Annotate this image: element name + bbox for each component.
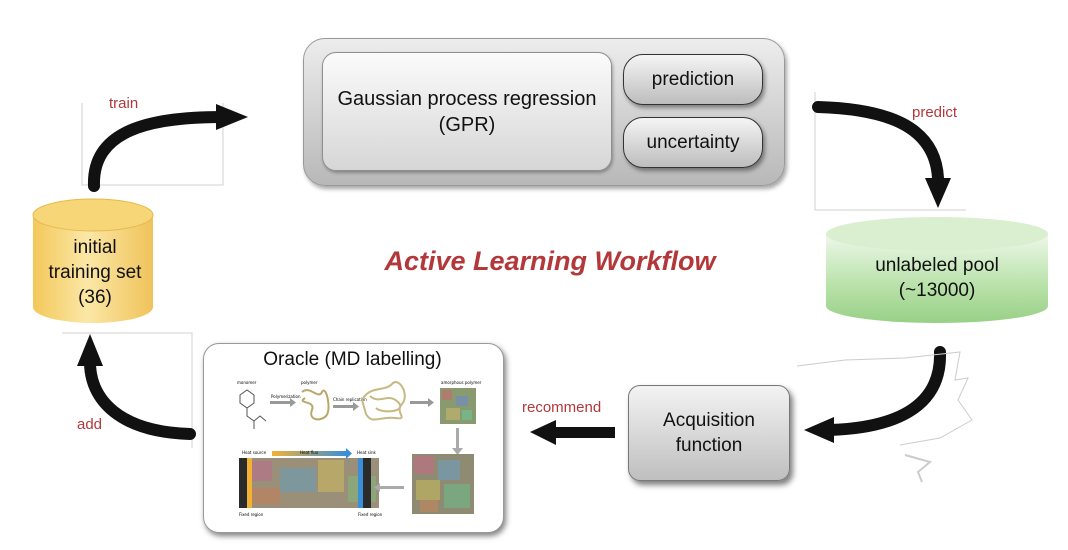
add-arrow [77,334,196,440]
stretch-arrow-head [374,483,380,492]
monomer-sketch [239,389,267,429]
arrow-frames [62,92,966,448]
fixed-region-text-right: Fixed region [358,512,383,517]
train-frame [81,103,224,186]
simulation-box [239,458,379,508]
amorphous-blob [360,381,406,421]
heat-source-text: Heat source [242,450,267,455]
acquisition-line1: Acquisition [663,410,755,431]
uncertainty-label: uncertainty [646,131,740,153]
heat-source-bar [247,458,252,508]
faint-sketch-lines [796,351,973,483]
pool-line2: (~13000) [898,280,976,301]
train-label: train [109,95,139,112]
initial-training-set-label: initial training set (36) [36,232,154,312]
amorphous-cube-noise [442,390,472,420]
fixed-region-right [363,458,371,508]
predict-arrow [812,101,951,208]
acquisition-function-box: Acquisition function [628,385,790,481]
gpr-box: Gaussian process regression (GPR) [322,52,612,171]
gpr-abbrev: (GPR) [438,113,496,136]
amorphous-text: amorphous polymer [441,380,482,385]
prediction-label: prediction [651,68,735,90]
vertical-arrow-head [452,448,463,455]
heat-sink-text: Heat sink [357,450,376,455]
stretch-arrow-shaft [380,486,404,489]
add-frame [62,332,193,448]
polymer-chain [301,389,330,421]
polymerization-text: Polymerization [271,394,301,399]
monomer-text: monomer [237,380,257,385]
recommend-arrow [530,420,615,445]
big-cube [412,454,474,514]
recommend-label: recommend [522,399,602,416]
prediction-pill: prediction [623,54,763,105]
initial-training-set-cylinder [32,198,154,323]
predict-label: predict [912,104,958,121]
acquisition-line2: function [675,435,743,456]
uncertainty-pill: uncertainty [623,117,763,168]
chain-replication-text: Chain replication [333,397,367,402]
initial-line1: initial [73,236,117,258]
pool-line1: unlabeled pool [875,255,999,276]
heat-sink-bar [358,458,363,508]
initial-line3: (36) [78,286,112,308]
vertical-arrow-shaft [456,428,459,450]
fixed-region-left [239,458,247,508]
train-arrow [87,104,248,192]
heat-flux-head [346,448,352,459]
diagram-title: Active Learning Workflow [384,246,716,276]
acquisition-arrow [804,346,947,443]
fixed-region-text-left: Fixed region [239,512,264,517]
add-label: add [77,416,103,433]
process-arrows [270,398,434,411]
heat-flux-bar [272,451,346,456]
oracle-title: Oracle (MD labelling) [263,349,442,370]
gpr-title: Gaussian process regression [337,87,597,110]
heat-flux-text: Heat flux [300,450,319,455]
polymer-text: polymer [301,380,318,385]
predict-frame [814,92,966,211]
unlabeled-pool-label: unlabeled pool (~13000) [826,248,1048,308]
unlabeled-pool-cylinder [826,217,1048,323]
initial-line2: training set [48,261,142,283]
